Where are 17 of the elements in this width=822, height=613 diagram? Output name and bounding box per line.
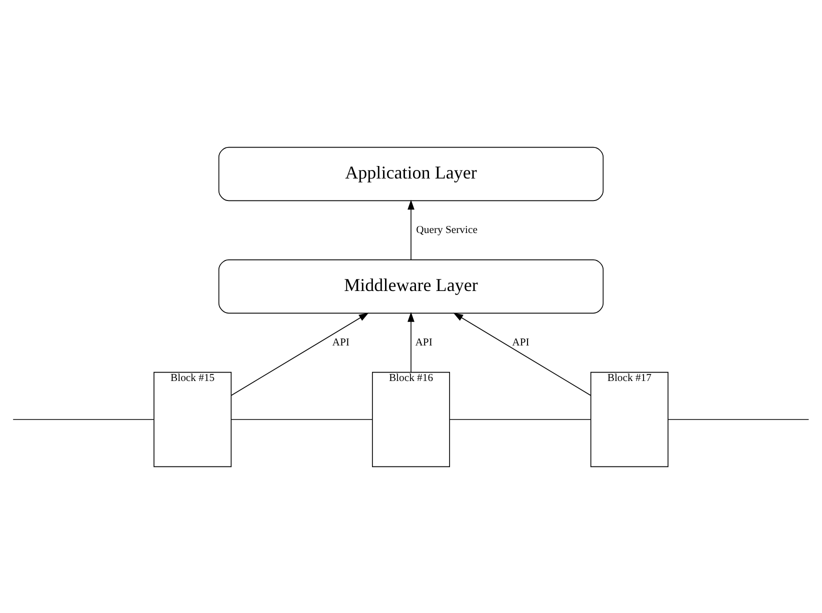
arrow (408, 199, 414, 260)
arrow (453, 312, 592, 396)
connector (230, 418, 373, 420)
node-box: Application Layer (218, 146, 604, 201)
edge-label: API (512, 336, 530, 348)
node-box: Block #15 (154, 371, 232, 467)
edge-label: API (415, 336, 432, 348)
arrow (230, 312, 369, 396)
connector (449, 418, 592, 420)
connector (12, 418, 154, 420)
edge-label: API (332, 336, 350, 348)
node-box: Block #17 (590, 371, 668, 467)
edge-label: Query Service (416, 224, 478, 236)
node-box: Middleware Layer (218, 258, 604, 314)
node-box: Block #16 (372, 371, 450, 467)
connector (668, 418, 810, 420)
arrow (408, 311, 414, 372)
